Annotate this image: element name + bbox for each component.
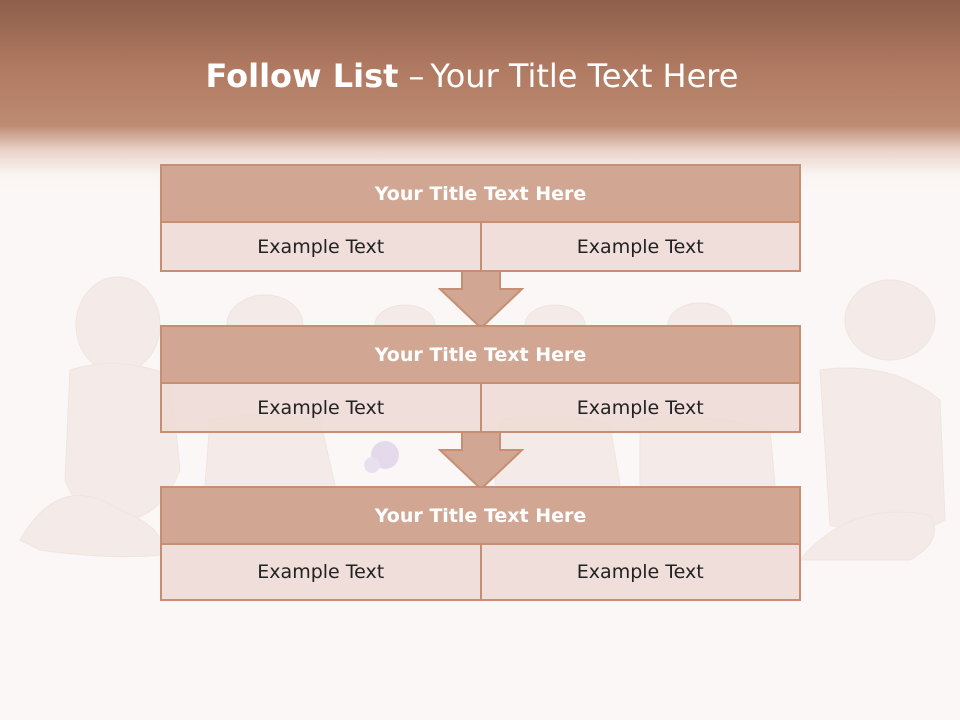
list-block-3: Your Title Text Here Example Text Exampl… (160, 486, 801, 601)
block-cell-right: Example Text (479, 545, 800, 599)
block-row: Example Text Example Text (160, 545, 801, 601)
slide-title: Follow List–Your Title Text Here (0, 52, 944, 100)
arrow-down-icon (438, 431, 524, 491)
list-block-1: Your Title Text Here Example Text Exampl… (160, 164, 801, 272)
block-cell-right: Example Text (479, 384, 800, 431)
block-cell-left: Example Text (257, 561, 385, 583)
slide-title-bold: Follow List (205, 57, 399, 95)
header-band (0, 0, 960, 190)
block-title: Your Title Text Here (160, 325, 801, 384)
list-block-2: Your Title Text Here Example Text Exampl… (160, 325, 801, 433)
slide-title-rest: Your Title Text Here (430, 57, 739, 95)
block-cell-left: Example Text (257, 235, 385, 258)
block-title: Your Title Text Here (160, 164, 801, 223)
block-row: Example Text Example Text (160, 384, 801, 433)
slide-title-separator: – (408, 57, 425, 95)
block-cell-left: Example Text (257, 396, 385, 419)
block-title: Your Title Text Here (160, 486, 801, 545)
arrow-down-icon (438, 270, 524, 330)
block-cell-right: Example Text (479, 223, 800, 270)
block-row: Example Text Example Text (160, 223, 801, 272)
